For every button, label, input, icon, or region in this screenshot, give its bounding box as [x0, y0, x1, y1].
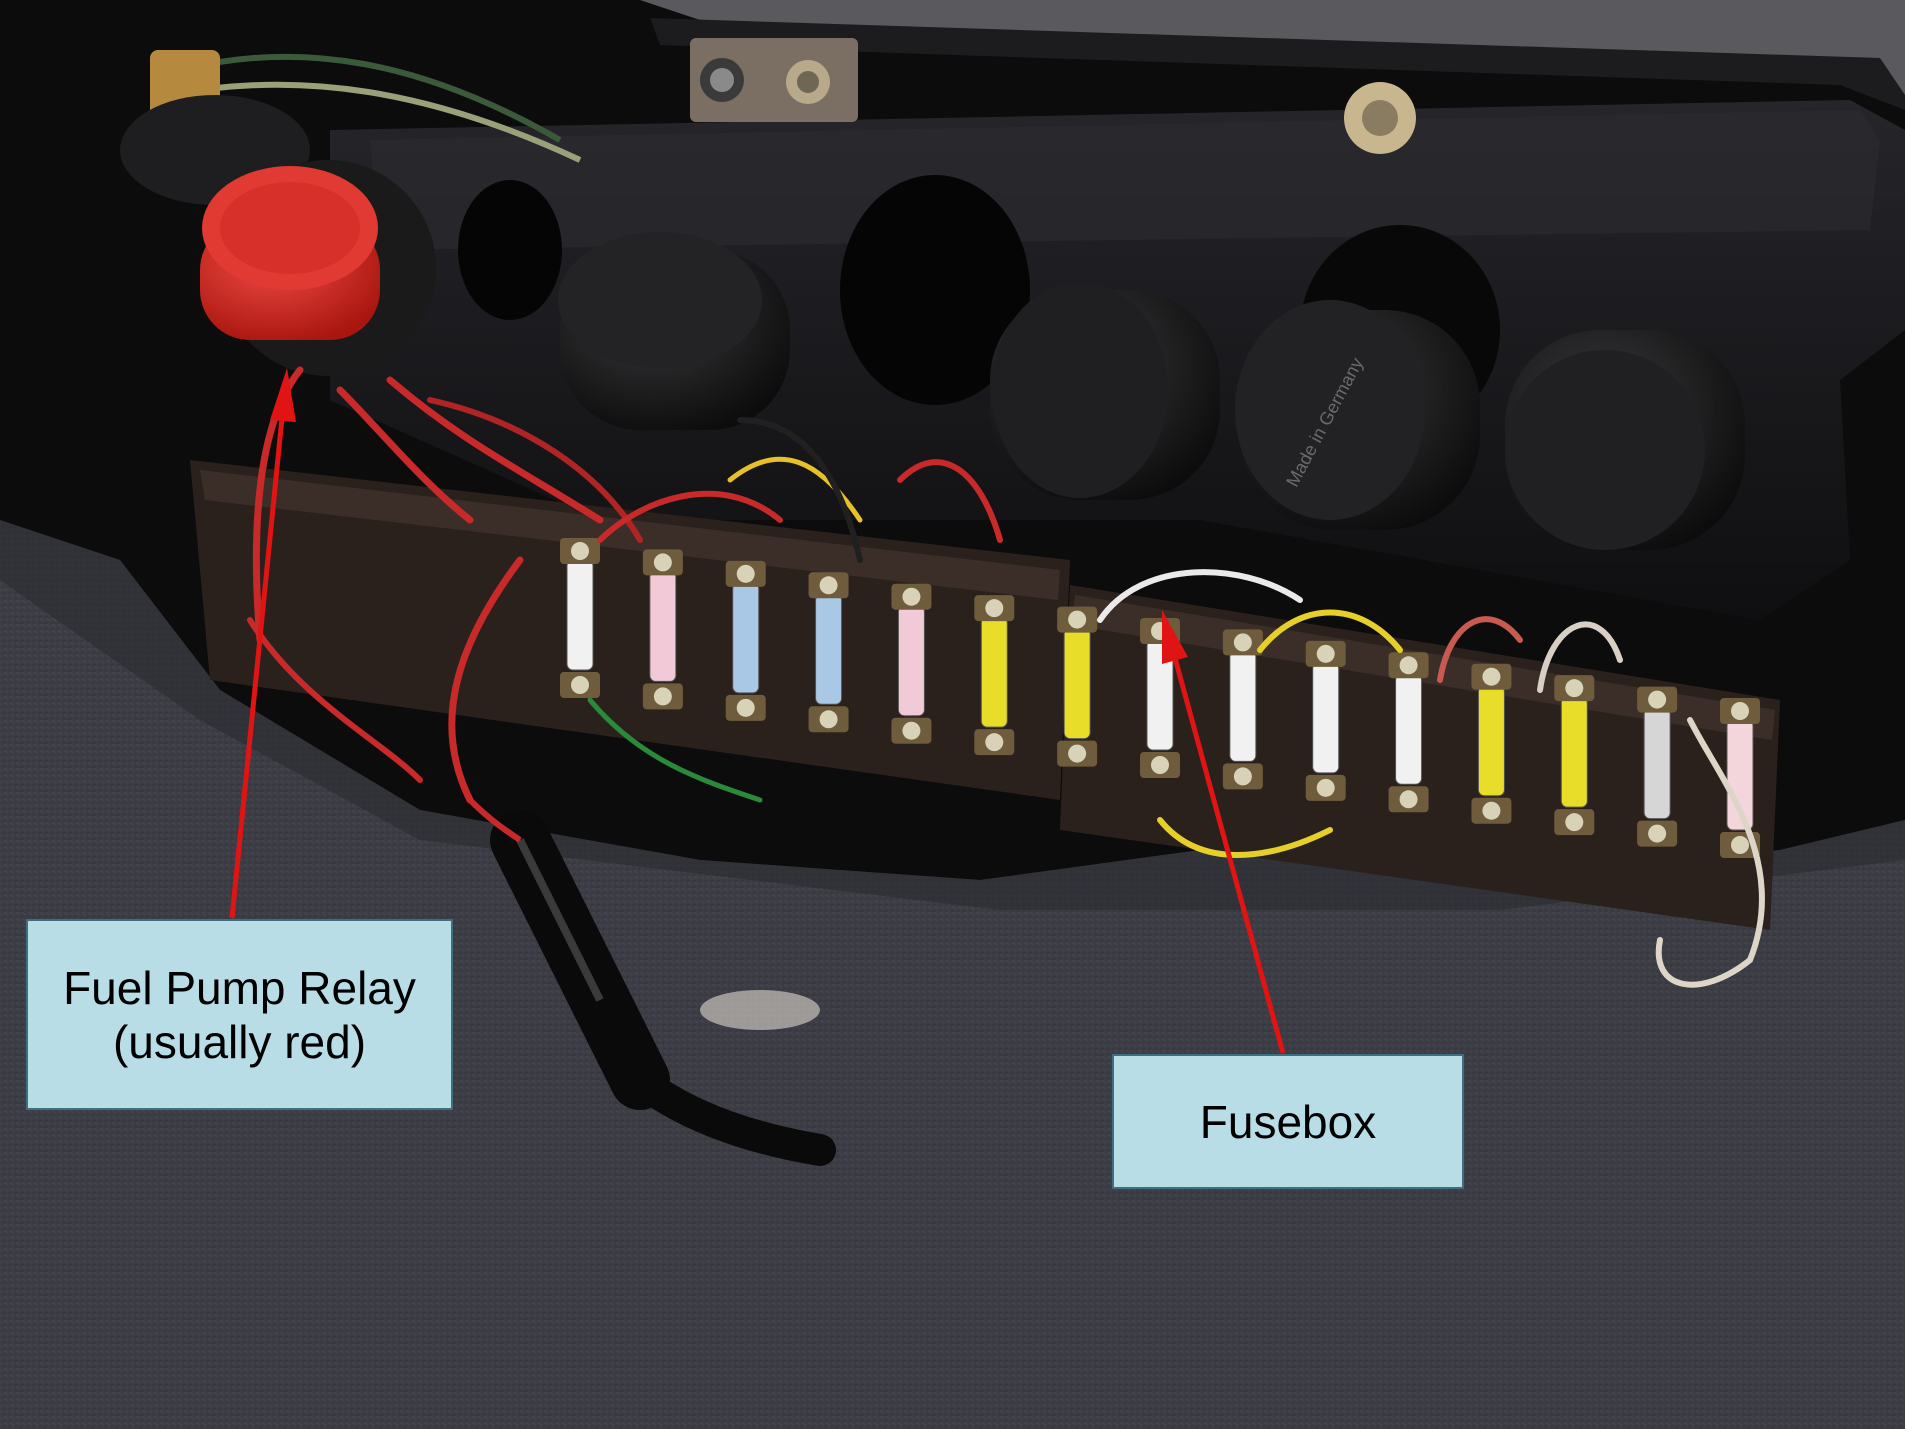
fuse: [891, 583, 932, 744]
fuses: [560, 538, 1760, 858]
fuse: [808, 572, 849, 733]
chrome-trim: [640, 0, 1905, 95]
fusebox-label: Fusebox: [1199, 1095, 1377, 1148]
fusebox-callout: Fusebox: [1112, 1054, 1464, 1189]
arrow-to-relay: [229, 368, 296, 919]
fuse: [1637, 686, 1678, 847]
fuse: [1305, 640, 1346, 801]
relay-3: Made in Germany: [1235, 300, 1480, 530]
arrow-to-fusebox: [1162, 610, 1286, 1054]
fuse: [1140, 618, 1180, 778]
fuel-pump-relay-label: Fuel Pump Relay: [63, 961, 416, 1014]
fuse-strip-left: [190, 460, 1070, 800]
fuse: [560, 538, 600, 698]
carpet: [0, 520, 1905, 1429]
fuel-pump-relay-callout: Fuel Pump Relay (usually red): [26, 919, 453, 1110]
relay-1: [558, 232, 790, 430]
fuse: [1057, 606, 1098, 767]
fuel-pump-relay: [200, 160, 436, 376]
relay-4: [1505, 330, 1745, 550]
inline-fuse-holder: [467, 797, 836, 1166]
fuse: [1471, 663, 1512, 824]
relay-2: [990, 282, 1220, 500]
fuse: [1388, 652, 1429, 813]
fuse: [725, 560, 766, 721]
fuse: [1554, 675, 1595, 836]
wiring: [247, 366, 1765, 988]
fuse: [974, 595, 1015, 756]
fuel-pump-relay-note: (usually red): [112, 1015, 367, 1068]
fuse: [642, 549, 683, 710]
fuse: [1222, 629, 1263, 790]
